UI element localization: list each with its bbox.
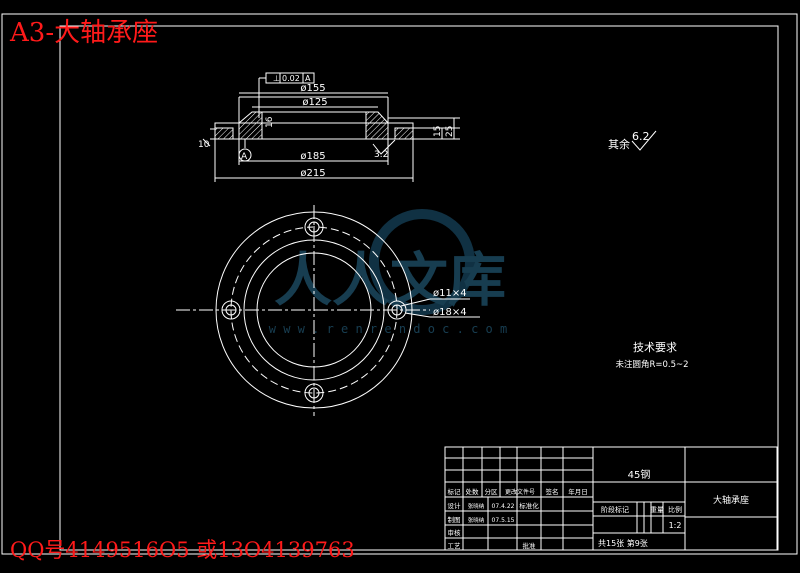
hdr-sign: 签名 xyxy=(546,487,559,496)
design-date: 07.4.22 xyxy=(492,503,515,510)
hdr-zone: 分区 xyxy=(485,487,499,496)
roughness-symbol xyxy=(631,130,657,151)
hole-small-label: ø11×4 xyxy=(433,288,467,299)
plan-view xyxy=(176,205,480,416)
leader-large-hole xyxy=(404,312,480,318)
tolerance-datum: A xyxy=(305,74,311,83)
outer-border xyxy=(1,13,798,555)
design-name: 张晓纳 xyxy=(468,502,485,510)
dim-h25: 25 xyxy=(445,126,455,137)
plan-labels: ø11×4 ø18×4 xyxy=(433,288,467,318)
datum-a-label: A xyxy=(241,152,248,162)
bolt-hole-bottom xyxy=(304,383,324,403)
review-label: 审核 xyxy=(448,528,462,537)
inner-border xyxy=(59,25,779,551)
stage-label: 阶段标记 xyxy=(601,505,629,514)
roughness-32: 3.2 xyxy=(374,150,388,160)
dim-h15: 15 xyxy=(433,126,443,137)
sheet-info: 共15张 第9张 xyxy=(598,538,648,548)
bolt-hole-left xyxy=(221,300,241,320)
scale-label: 比例 xyxy=(668,505,682,514)
hdr-count: 处数 xyxy=(466,487,480,496)
title-block-text: 45钢 大轴承座 阶段标记 重量 比例 1:2 共15张 第9张 标记 处数 分… xyxy=(448,468,750,550)
bolt-hole-top xyxy=(304,217,324,237)
tech-requirements: 技术要求 未注圆角R=0.5~2 xyxy=(615,341,688,370)
process-label: 工艺 xyxy=(448,542,462,550)
overlay-contact: QQ号4149516O5 或13O4139763 xyxy=(10,538,355,562)
dim-d125: ø125 xyxy=(302,97,327,108)
hatch-right xyxy=(365,111,389,140)
watermark-url: w w w . r e n r e n d o c . c o m xyxy=(269,322,507,336)
title-block xyxy=(444,446,778,551)
hole-large-label: ø18×4 xyxy=(433,307,467,318)
tolerance-value: 0.02 xyxy=(282,74,300,83)
dim-d155: ø155 xyxy=(300,83,325,94)
part-name: 大轴承座 xyxy=(713,494,749,506)
tech-req-line: 未注圆角R=0.5~2 xyxy=(615,359,688,370)
roughness-note: 其余 6.2 xyxy=(608,130,657,151)
dim-d215: ø215 xyxy=(300,168,325,179)
hdr-mark: 标记 xyxy=(448,487,462,496)
section-view xyxy=(202,72,460,182)
hdr-change-doc: 更改文件号 xyxy=(505,488,535,496)
datum-a-circle xyxy=(238,148,252,162)
dim-d185: ø185 xyxy=(300,151,325,162)
section-labels: ⊥ 0.02 A ø155 ø125 ø185 ø215 16 15 25 10… xyxy=(198,74,455,179)
roughness-label: 其余 xyxy=(608,137,630,151)
draw-label: 制图 xyxy=(448,515,461,524)
std-label: 标准化 xyxy=(519,501,539,510)
draw-date: 07.5.15 xyxy=(492,517,515,524)
hatch-left xyxy=(238,111,263,140)
design-label: 设计 xyxy=(448,501,462,510)
dim-h16: 16 xyxy=(265,116,275,128)
watermark-ring xyxy=(369,209,475,315)
overlay-title: A3-大轴承座 xyxy=(10,18,159,48)
dim-h10: 10 xyxy=(198,140,210,150)
title-block-frame xyxy=(444,446,778,551)
approve-label: 批准 xyxy=(523,541,537,550)
watermark: 人人文库 w w w . r e n r e n d o c . c o m xyxy=(269,209,507,336)
material: 45钢 xyxy=(628,468,651,481)
bolt-hole-right xyxy=(387,300,407,320)
watermark-brand: 人人文库 xyxy=(274,246,506,314)
tech-req-title: 技术要求 xyxy=(633,341,677,354)
weight-label: 重量 xyxy=(650,506,664,514)
hdr-date: 年月日 xyxy=(568,487,588,496)
leader-small-hole xyxy=(400,298,470,307)
roughness-value: 6.2 xyxy=(632,130,650,143)
scale-value: 1:2 xyxy=(669,521,682,530)
tolerance-symbol: ⊥ xyxy=(273,74,280,83)
draw-name: 张晓纳 xyxy=(468,516,485,524)
